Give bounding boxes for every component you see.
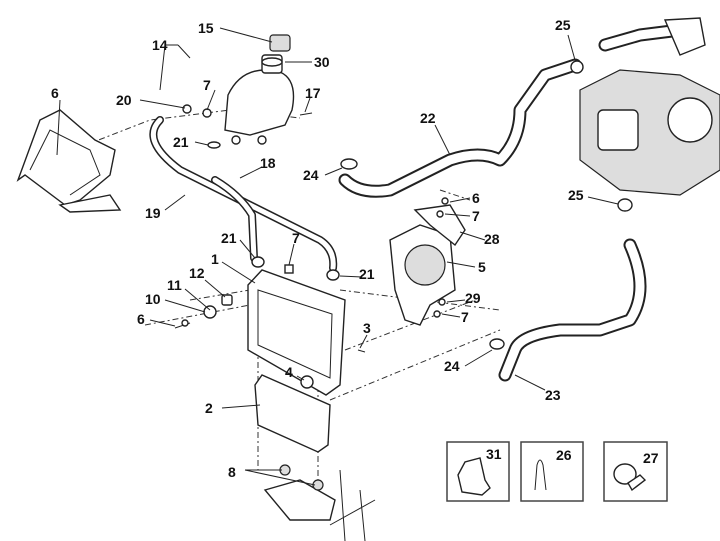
callout-25: 25	[555, 17, 571, 33]
callout-10: 10	[145, 291, 161, 307]
callout-7c: 7	[292, 230, 300, 246]
callout-14: 14	[152, 37, 168, 53]
callout-22: 22	[420, 110, 436, 126]
callout-21b: 21	[221, 230, 237, 246]
callout-1: 1	[211, 251, 219, 267]
hoses	[149, 23, 687, 382]
callout-15: 15	[198, 20, 214, 36]
callout-24: 24	[303, 167, 319, 183]
callout-8: 8	[228, 464, 236, 480]
callout-18: 18	[260, 155, 276, 171]
callout-17: 17	[305, 85, 321, 101]
callout-27: 27	[643, 450, 659, 466]
callout-12: 12	[189, 265, 205, 281]
callout-23: 23	[545, 387, 561, 403]
callout-7d: 7	[461, 309, 469, 325]
callout-31: 31	[486, 446, 502, 462]
callout-6c: 6	[137, 311, 145, 327]
inset-box-27	[603, 441, 668, 502]
callout-30: 30	[314, 54, 330, 70]
callout-2: 2	[205, 400, 213, 416]
callout-labels: 14 15 30 7 20 17 6 21 18 19 22 25 24 6 7…	[51, 17, 659, 480]
callout-29: 29	[465, 290, 481, 306]
frame-part	[16, 109, 122, 213]
callout-7b: 7	[472, 208, 480, 224]
fasteners	[174, 60, 633, 491]
callout-21c: 21	[359, 266, 375, 282]
callout-3: 3	[363, 320, 371, 336]
callout-21: 21	[173, 134, 189, 150]
callout-19: 19	[145, 205, 161, 221]
fan-part	[389, 204, 466, 326]
radiator	[247, 269, 346, 396]
expansion-tank	[224, 34, 295, 145]
overflow-tank	[254, 374, 331, 453]
callout-24b: 24	[444, 358, 460, 374]
leader-lines	[56, 27, 619, 486]
callout-7: 7	[203, 77, 211, 93]
callout-6: 6	[51, 85, 59, 101]
callout-20: 20	[116, 92, 132, 108]
callout-25b: 25	[568, 187, 584, 203]
callout-6b: 6	[472, 190, 480, 206]
inset-box-26	[520, 441, 584, 502]
callout-26: 26	[556, 447, 572, 463]
engine-block	[579, 17, 720, 196]
callout-11: 11	[167, 277, 182, 293]
inset-box-31	[446, 441, 510, 502]
callout-4: 4	[285, 364, 293, 380]
callout-28: 28	[484, 231, 500, 247]
callout-5: 5	[478, 259, 486, 275]
